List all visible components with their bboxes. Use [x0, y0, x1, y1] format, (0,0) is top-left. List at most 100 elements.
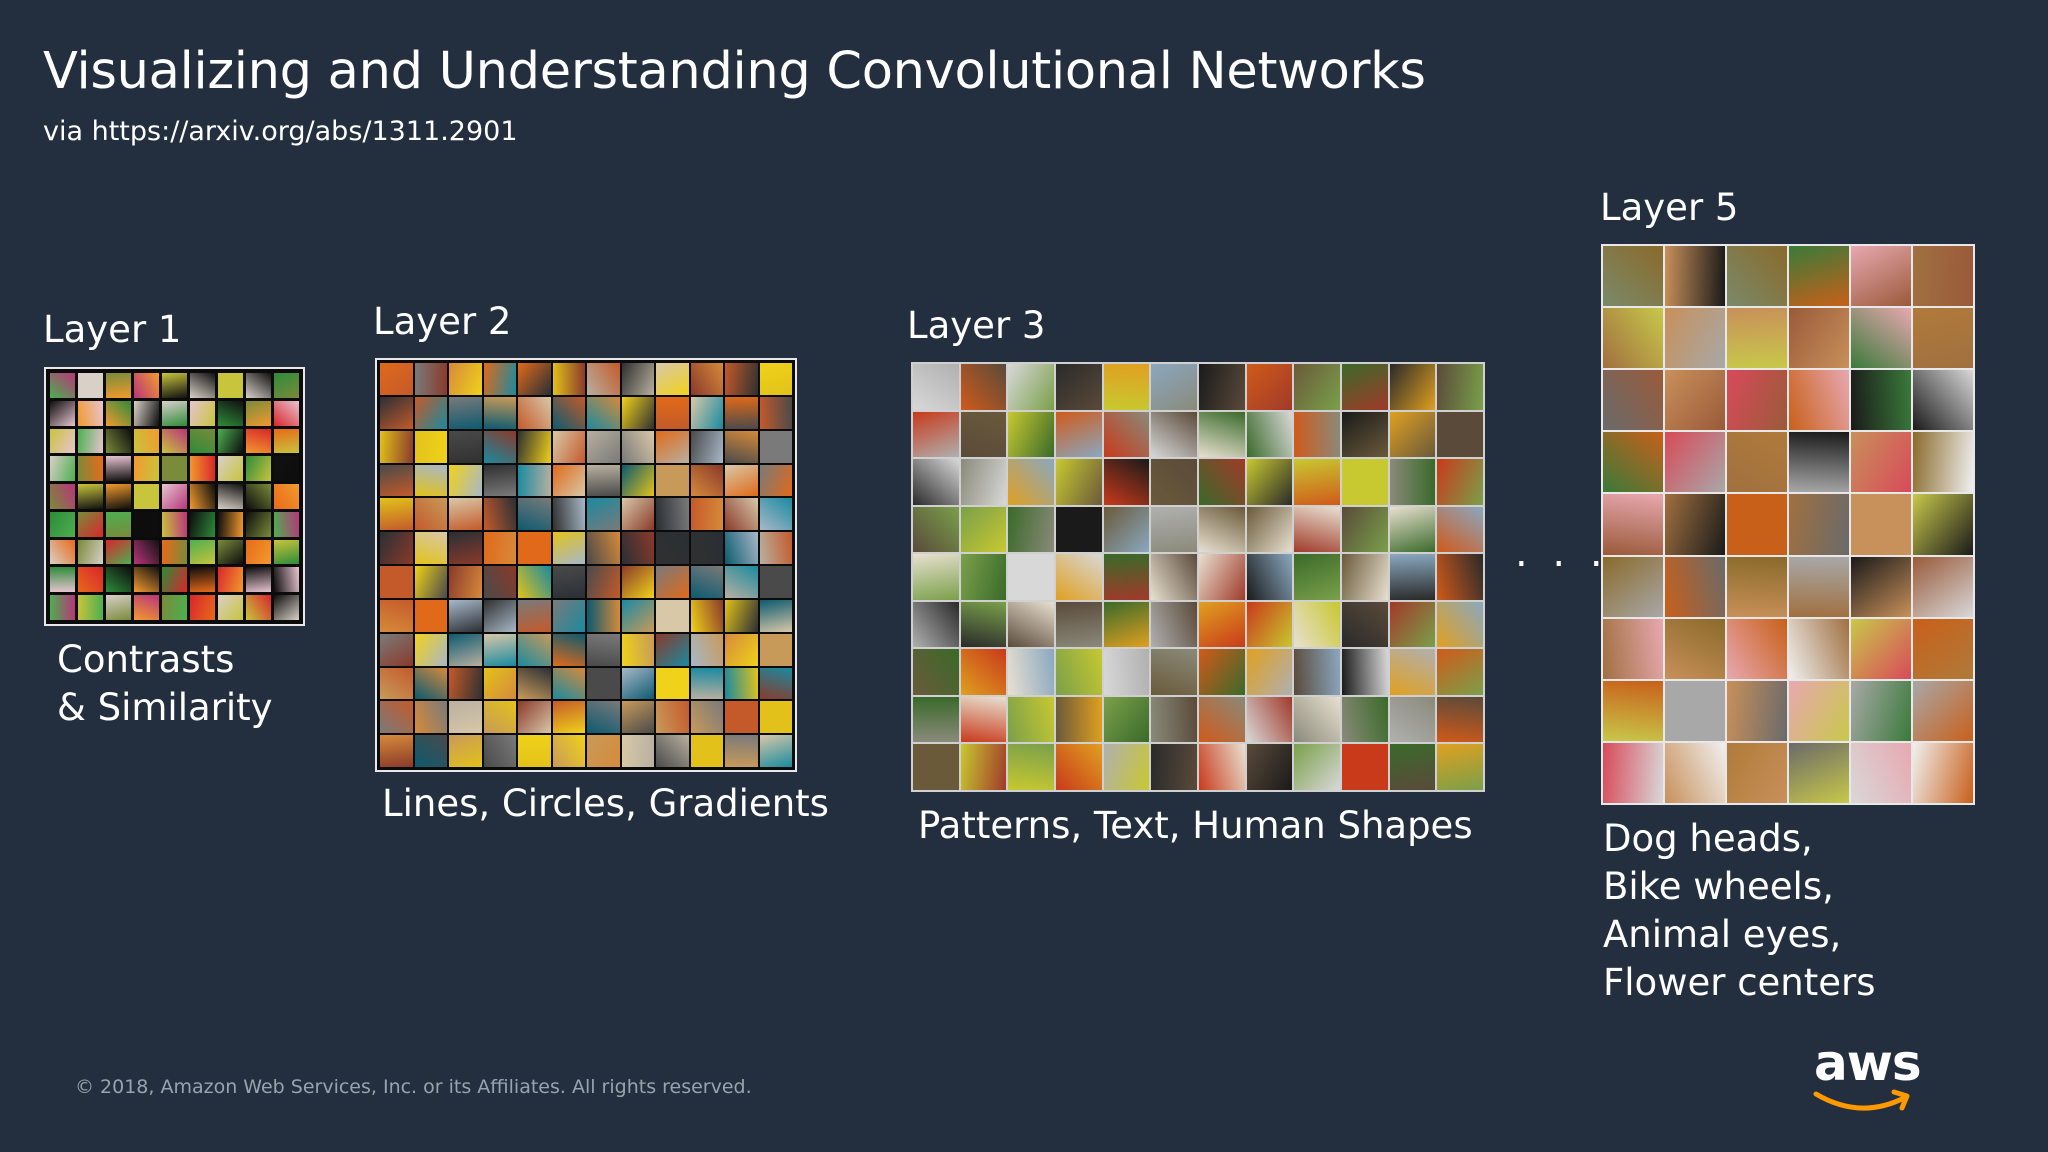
feature-tile — [725, 498, 758, 531]
feature-tile — [483, 633, 516, 666]
feature-tile — [50, 567, 75, 593]
feature-tile — [1727, 680, 1787, 741]
feature-tile — [759, 430, 792, 463]
feature-tile — [621, 735, 654, 767]
feature-tile — [274, 400, 299, 426]
feature-tile — [274, 539, 299, 565]
feature-tile — [274, 456, 299, 482]
feature-tile — [1665, 618, 1725, 679]
feature-tile — [690, 735, 723, 767]
feature-tile — [414, 532, 447, 564]
feature-tile — [1056, 506, 1102, 553]
feature-tile — [106, 428, 131, 454]
layer-5-feature-grid — [1601, 244, 1975, 805]
feature-tile — [380, 532, 413, 564]
feature-tile — [1913, 742, 1973, 803]
feature-tile — [1665, 494, 1725, 555]
feature-tile — [162, 456, 187, 482]
feature-tile — [1294, 459, 1340, 505]
feature-tile — [656, 430, 689, 463]
feature-tile — [50, 428, 75, 454]
feature-tile — [380, 566, 413, 598]
layer-3-feature-grid — [911, 362, 1485, 792]
feature-tile — [1665, 246, 1725, 307]
feature-tile — [483, 735, 516, 767]
feature-tile — [380, 498, 413, 531]
feature-tile — [621, 599, 654, 632]
feature-tile — [1913, 432, 1973, 493]
source-link[interactable]: via https://arxiv.org/abs/1311.2901 — [43, 116, 518, 147]
feature-tile — [190, 484, 215, 509]
feature-tile — [414, 599, 447, 632]
feature-tile — [190, 511, 215, 537]
feature-tile — [1294, 696, 1340, 743]
feature-tile — [218, 511, 243, 537]
layer-2-caption-line-1: Lines, Circles, Gradients — [382, 782, 829, 825]
feature-tile — [246, 595, 271, 620]
feature-tile — [690, 633, 723, 666]
feature-tile — [1389, 649, 1436, 695]
feature-tile — [587, 599, 620, 632]
layer-3-caption-line-1: Patterns, Text, Human Shapes — [918, 804, 1473, 847]
feature-tile — [246, 373, 271, 398]
feature-tile — [78, 484, 103, 509]
feature-tile — [1851, 308, 1911, 369]
feature-tile — [656, 735, 689, 767]
feature-tile — [1008, 744, 1054, 790]
feature-tile — [1727, 308, 1787, 369]
feature-tile — [483, 566, 516, 598]
feature-tile — [1056, 601, 1102, 648]
feature-tile — [1727, 432, 1787, 493]
feature-tile — [690, 363, 723, 395]
feature-tile — [621, 633, 654, 666]
feature-tile — [50, 484, 75, 509]
feature-tile — [380, 701, 413, 734]
feature-tile — [587, 633, 620, 666]
feature-tile — [960, 459, 1007, 505]
feature-tile — [218, 373, 243, 398]
feature-tile — [246, 484, 271, 509]
feature-tile — [1342, 744, 1388, 790]
feature-tile — [1851, 680, 1911, 741]
feature-tile — [552, 599, 585, 632]
feature-tile — [1199, 364, 1245, 410]
feature-tile — [483, 363, 516, 395]
feature-tile — [587, 701, 620, 734]
feature-tile — [1199, 459, 1245, 505]
feature-tile — [1151, 506, 1197, 553]
feature-tile — [483, 532, 516, 564]
layer-5-label: Layer 5 — [1600, 186, 1739, 229]
feature-tile — [1008, 649, 1054, 695]
feature-tile — [725, 633, 758, 666]
feature-tile — [380, 633, 413, 666]
layer-3-label: Layer 3 — [907, 304, 1046, 347]
feature-tile — [449, 396, 482, 429]
feature-tile — [621, 464, 654, 497]
feature-tile — [414, 667, 447, 700]
aws-smile-icon — [1813, 1089, 1910, 1111]
feature-tile — [380, 430, 413, 463]
feature-tile — [656, 667, 689, 700]
feature-tile — [1727, 370, 1787, 431]
feature-tile — [50, 511, 75, 537]
feature-tile — [960, 411, 1007, 458]
feature-tile — [1151, 411, 1197, 458]
feature-tile — [218, 428, 243, 454]
feature-tile — [1008, 506, 1054, 553]
feature-tile — [190, 400, 215, 426]
feature-tile — [1789, 618, 1849, 679]
feature-tile — [518, 701, 551, 734]
feature-tile — [1913, 246, 1973, 307]
feature-tile — [1603, 494, 1663, 555]
feature-tile — [1246, 364, 1293, 410]
feature-tile — [1437, 649, 1483, 695]
feature-tile — [1727, 742, 1787, 803]
feature-tile — [725, 532, 758, 564]
feature-tile — [162, 567, 187, 593]
feature-tile — [1008, 601, 1054, 648]
feature-tile — [1103, 649, 1150, 695]
feature-tile — [1851, 618, 1911, 679]
feature-tile — [274, 373, 299, 398]
feature-tile — [621, 566, 654, 598]
feature-tile — [518, 430, 551, 463]
